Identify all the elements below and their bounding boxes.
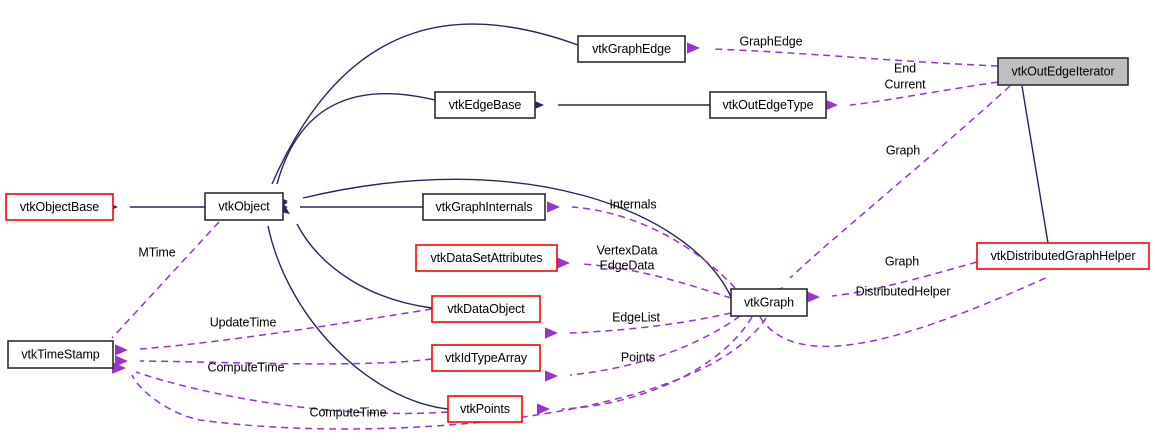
arrowhead-a-graph-vertexdata (557, 257, 570, 269)
node-box-vtkGraph[interactable] (730, 288, 808, 317)
edge-label-lbl-internals: Internals (609, 197, 656, 211)
node-box-vtkDistributedGraphHelper[interactable] (976, 242, 1150, 270)
node-vtkDistributedGraphHelper[interactable]: vtkDistributedGraphHelper (976, 242, 1150, 270)
edges-layer (111, 23, 1051, 430)
edge-a-graph-vertexdata (581, 263, 732, 299)
edge-label-lbl-graph-top: Graph (886, 143, 920, 157)
node-vtkOutEdgeIterator[interactable]: vtkOutEdgeIterator (997, 57, 1129, 86)
node-box-vtkOutEdgeType[interactable] (709, 91, 827, 119)
node-vtkOutEdgeType[interactable]: vtkOutEdgeType (709, 91, 827, 119)
arrowhead-a-graph-long-bottom (113, 362, 126, 374)
node-vtkObjectBase[interactable]: vtkObjectBase (5, 193, 114, 221)
edge-a-graph-long-bottom (131, 317, 767, 430)
edge-label-lbl-updatetime: UpdateTime (210, 315, 277, 329)
edge-a-idtype-computetime (139, 358, 433, 365)
node-box-vtkIdTypeArray[interactable] (431, 344, 541, 372)
node-box-vtkDataObject[interactable] (431, 295, 541, 323)
edge-a-dataobject-updatetime (139, 308, 433, 350)
node-vtkGraph[interactable]: vtkGraph (730, 288, 808, 317)
arrowheads-layer (90, 42, 1073, 415)
edge-a-outedge-graphedge (711, 48, 999, 67)
node-vtkObject[interactable]: vtkObject (204, 192, 284, 221)
node-label-vtkGraph: vtkGraph (744, 295, 794, 309)
node-label-vtkEdgeBase: vtkEdgeBase (449, 98, 522, 112)
edge-label-lbl-graphedge: GraphEdge (739, 34, 802, 48)
node-label-vtkDataSetAttributes: vtkDataSetAttributes (431, 251, 543, 265)
edge-e-object-edgebase (276, 93, 436, 185)
node-label-vtkObjectBase: vtkObjectBase (20, 200, 99, 214)
arrowhead-a-idtype-computetime (115, 355, 128, 367)
edge-label-lbl-vertexdata: VertexData (597, 243, 658, 257)
node-label-vtkTimeStamp: vtkTimeStamp (21, 347, 99, 361)
node-label-vtkDataObject: vtkDataObject (447, 302, 525, 316)
node-vtkGraphEdge[interactable]: vtkGraphEdge (577, 35, 686, 63)
edge-a-graph-edgelist (569, 312, 732, 334)
edge-a-outedge-outedgetype (849, 81, 999, 106)
edge-label-lbl-mtime: MTime (138, 245, 175, 259)
node-box-vtkGraphInternals[interactable] (422, 193, 546, 221)
node-box-vtkGraphEdge[interactable] (577, 35, 686, 63)
edge-a-object-mtime (111, 221, 220, 339)
node-box-vtkObject[interactable] (204, 192, 284, 221)
edge-e-object-graphedge (271, 23, 579, 185)
node-label-vtkGraphInternals: vtkGraphInternals (436, 200, 533, 214)
edge-label-lbl-current: Current (885, 77, 927, 91)
arrowhead-a-outedge-graphedge (687, 42, 700, 54)
edge-label-lbl-distributed: DistributedHelper (856, 284, 951, 298)
node-label-vtkPoints: vtkPoints (460, 402, 510, 416)
edge-a-outedge-graph (789, 85, 1011, 279)
edge-a-graph-pointsnode (561, 316, 753, 410)
edge-a-graph-points (569, 315, 741, 376)
arrowhead-a-graph-points (545, 370, 558, 382)
node-vtkGraphInternals[interactable]: vtkGraphInternals (422, 193, 546, 221)
edge-label-lbl-computetime-2: ComputeTime (310, 405, 387, 419)
arrowhead-a-graph-pointsnode (537, 403, 550, 415)
edge-a-helper-graph (831, 261, 978, 297)
node-label-vtkDistributedGraphHelper: vtkDistributedGraphHelper (991, 249, 1136, 263)
arrowhead-a-outedge-outedgetype (825, 99, 838, 111)
node-box-vtkEdgeBase[interactable] (434, 91, 536, 119)
edge-label-lbl-computetime-1: ComputeTime (208, 360, 285, 374)
node-label-vtkOutEdgeType: vtkOutEdgeType (722, 98, 813, 112)
edge-label-lbl-graph-helper: Graph (885, 254, 919, 268)
node-box-vtkDataSetAttributes[interactable] (415, 244, 558, 272)
edge-a-points-computetime (135, 371, 449, 415)
edge-label-lbl-edgedata: EdgeData (600, 258, 655, 272)
arrowhead-a-graph-edgelist (545, 327, 558, 339)
arrowhead-a-helper-graph (807, 291, 820, 303)
edge-label-lbl-end: End (894, 61, 916, 75)
node-box-vtkObjectBase[interactable] (5, 193, 114, 221)
node-vtkIdTypeArray[interactable]: vtkIdTypeArray (431, 344, 541, 372)
node-label-vtkOutEdgeIterator: vtkOutEdgeIterator (1011, 64, 1114, 78)
edge-e-distributed-outedge (1021, 85, 1049, 244)
node-vtkDataObject[interactable]: vtkDataObject (431, 295, 541, 323)
arrowhead-a-graph-internals (547, 201, 560, 213)
edge-label-lbl-points: Points (621, 350, 655, 364)
node-vtkTimeStamp[interactable]: vtkTimeStamp (7, 340, 114, 369)
edge-e-object-points (267, 225, 449, 410)
node-label-vtkGraphEdge: vtkGraphEdge (592, 42, 671, 56)
node-box-vtkTimeStamp[interactable] (7, 340, 114, 369)
node-label-vtkObject: vtkObject (218, 199, 270, 213)
edge-e-object-dataobject (296, 223, 433, 309)
node-box-vtkOutEdgeIterator[interactable] (997, 57, 1129, 86)
arrowhead-a-dataobject-updatetime (115, 344, 128, 356)
node-vtkDataSetAttributes[interactable]: vtkDataSetAttributes (415, 244, 558, 272)
node-vtkPoints[interactable]: vtkPoints (447, 395, 523, 423)
node-vtkEdgeBase[interactable]: vtkEdgeBase (434, 91, 536, 119)
edge-a-graph-internals (571, 206, 736, 289)
nodes-layer: vtkObjectBase vtkObject vtkTimeStamp vtkEdg… (5, 35, 1150, 423)
node-label-vtkIdTypeArray: vtkIdTypeArray (445, 351, 528, 365)
edge-a-graph-helper (759, 275, 1051, 348)
node-box-vtkPoints[interactable] (447, 395, 523, 423)
edge-label-lbl-edgelist: EdgeList (612, 310, 660, 324)
